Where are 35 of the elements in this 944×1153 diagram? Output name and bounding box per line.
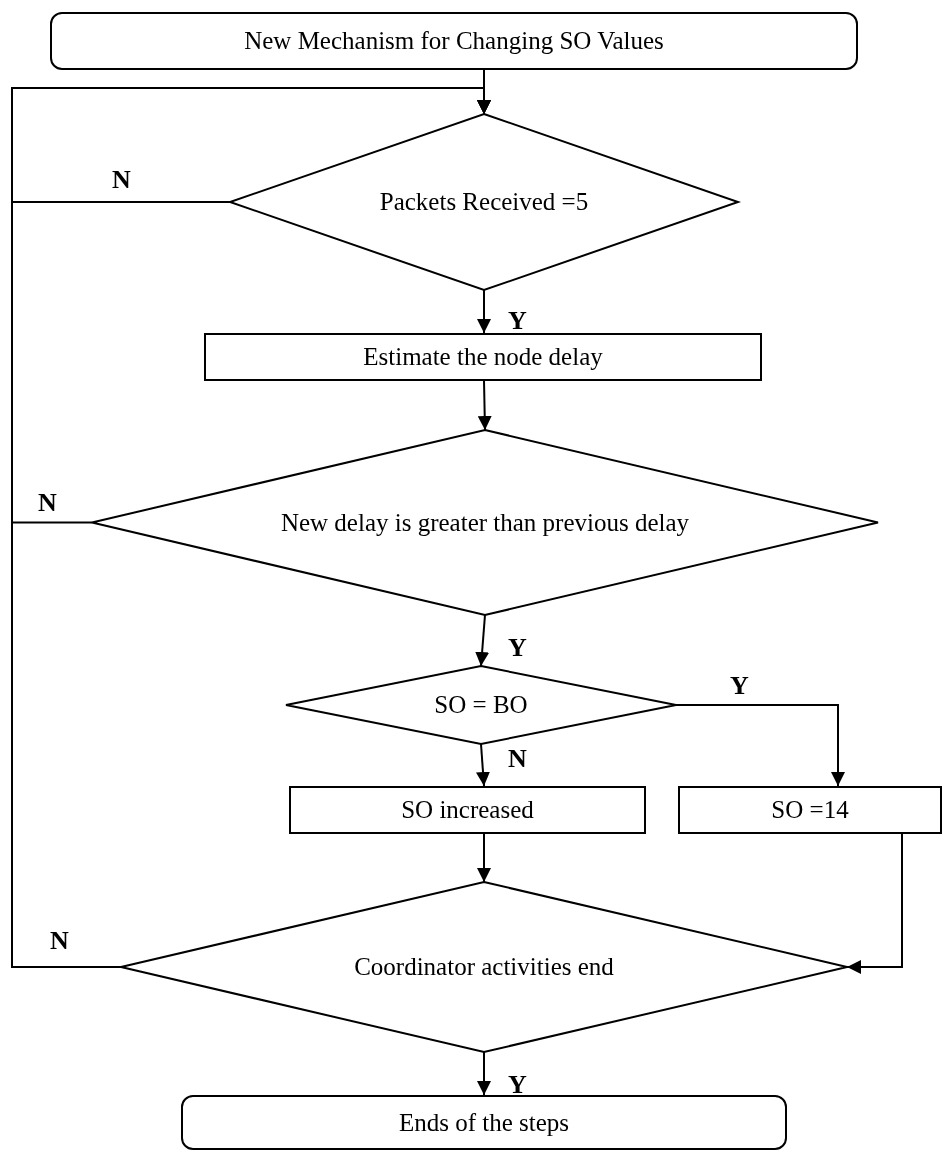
decision-diamond <box>286 666 676 744</box>
node-label: New delay is greater than previous delay <box>280 507 690 538</box>
arrow <box>11 87 491 968</box>
edge-label: N <box>38 490 57 516</box>
arrow <box>477 380 492 431</box>
edge-label: Y <box>508 635 527 661</box>
edge-label: N <box>508 746 527 772</box>
decision-diamond <box>121 882 847 1052</box>
decision-diamond <box>230 114 738 290</box>
process-box <box>289 786 646 834</box>
arrow <box>476 743 490 787</box>
node-label: Coordinator activities end <box>354 952 614 983</box>
decision-diamond <box>92 430 878 615</box>
terminal-box <box>50 12 858 70</box>
process-box <box>204 333 762 381</box>
edge-label: Y <box>508 308 527 334</box>
arrow <box>675 704 845 787</box>
process-box <box>678 786 942 834</box>
node-label: SO =14 <box>771 795 849 826</box>
node-label: Estimate the node delay <box>363 342 603 373</box>
arrow <box>475 614 490 667</box>
node-label: Packets Received =5 <box>379 187 589 218</box>
edge-label: Y <box>730 673 749 699</box>
terminal-box <box>181 1095 787 1150</box>
arrow <box>846 833 903 974</box>
node-label: SO increased <box>401 795 534 826</box>
edge-label: N <box>112 167 131 193</box>
edge-label: Y <box>508 1072 527 1098</box>
arrow <box>477 289 491 334</box>
node-label: SO = BO <box>434 690 528 721</box>
arrow <box>477 1051 491 1096</box>
node-label: Ends of the steps <box>398 1107 570 1138</box>
edge-label: N <box>50 928 69 954</box>
arrow <box>477 833 491 883</box>
node-label: New Mechanism for Changing SO Values <box>244 26 664 57</box>
